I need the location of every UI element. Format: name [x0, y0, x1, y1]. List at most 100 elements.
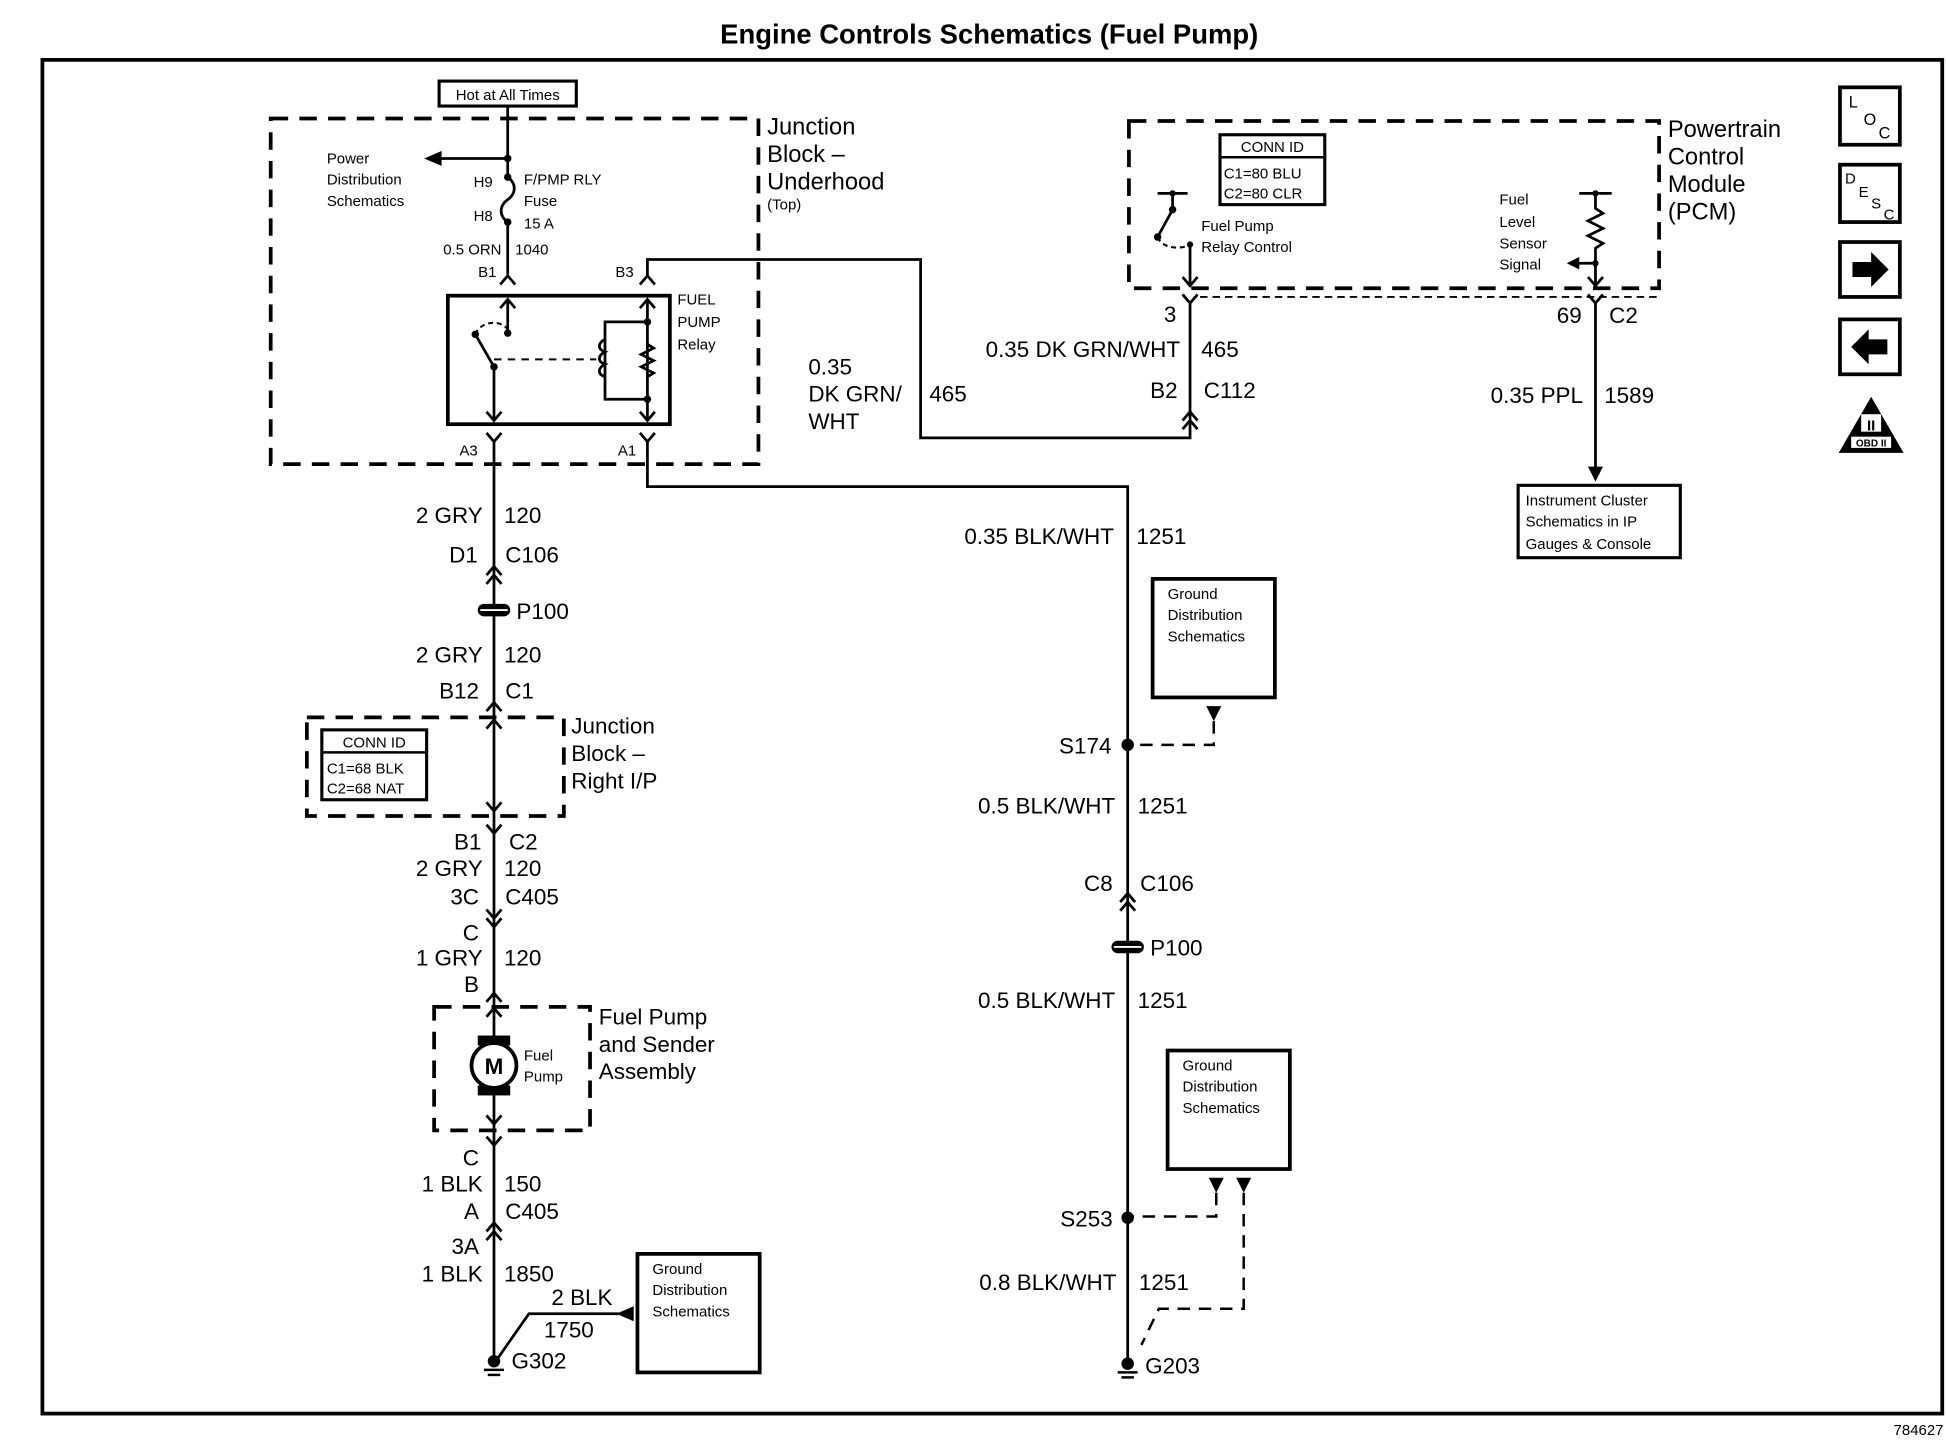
wire-1589-gauge: 0.35 PPL	[1491, 383, 1583, 408]
pcm-conn-id-table: CONN ID C1=80 BLU C2=80 CLR	[1218, 133, 1327, 207]
ground-g302-icon	[484, 1354, 504, 1377]
right-ip-block-label: Junction Block – Right I/P	[571, 714, 657, 794]
relay-control-label: Fuel Pump	[1201, 218, 1273, 235]
svg-text:C: C	[1884, 207, 1895, 224]
svg-text:H9: H9	[474, 174, 493, 191]
svg-text:H8: H8	[474, 208, 493, 225]
wire-120-b-circuit: 120	[504, 642, 541, 667]
pin-b: B	[464, 972, 479, 997]
wire-120-c-circuit: 120	[504, 856, 541, 881]
c106-connector: C106	[505, 543, 559, 568]
svg-text:Level: Level	[1499, 214, 1535, 231]
svg-text:and Sender: and Sender	[599, 1032, 716, 1057]
svg-text:Ground: Ground	[652, 1261, 702, 1278]
junction-block-right-ip	[304, 715, 566, 818]
fuel-level-sensor	[1566, 190, 1612, 288]
ground-distribution-ref-2[interactable]: Ground Distribution Schematics	[1165, 1048, 1292, 1171]
g302-label: G302	[511, 1349, 566, 1374]
pcm-label: Powertrain Control Module (PCM)	[1668, 117, 1781, 225]
wire-120-d-gauge: 1 GRY	[416, 946, 483, 971]
wire-1750-circuit: 1750	[544, 1317, 594, 1342]
wire-120-a-circuit: 120	[504, 503, 541, 528]
fuel-level-sensor-label: Fuel Level Sensor Signal	[1499, 192, 1546, 274]
c1-pin: B12	[439, 679, 479, 704]
svg-text:Distribution: Distribution	[1168, 607, 1243, 624]
pin-a1: A1	[618, 442, 636, 459]
svg-text:F/PMP RLY: F/PMP RLY	[524, 172, 602, 189]
svg-text:C1=80 BLU: C1=80 BLU	[1224, 165, 1302, 182]
svg-text:S: S	[1871, 195, 1881, 212]
svg-text:L: L	[1849, 93, 1858, 111]
svg-text:C1=68 BLK: C1=68 BLK	[327, 761, 404, 778]
svg-text:C2=80 CLR: C2=80 CLR	[1224, 185, 1303, 202]
power-distribution-ref[interactable]: Power Distribution Schematics	[327, 150, 404, 209]
wire-1850-gauge: 1 BLK	[422, 1261, 483, 1286]
fuel-pump-label: Fuel	[524, 1047, 553, 1064]
fuel-pump-motor: M	[469, 1035, 519, 1096]
svg-text:Relay Control: Relay Control	[1201, 239, 1292, 256]
fuel-pump-relay-fuse: H9 H8 F/PMP RLY Fuse 15 A	[474, 172, 602, 233]
svg-text:D: D	[1845, 170, 1856, 187]
svg-text:C2=68 NAT: C2=68 NAT	[327, 781, 405, 798]
prev-arrow-icon[interactable]	[1838, 317, 1902, 377]
loc-icon[interactable]: L O C	[1838, 85, 1902, 147]
wire-1589-circuit: 1589	[1604, 383, 1654, 408]
pcm-connector-c2: C2	[1609, 303, 1638, 328]
svg-text:M: M	[485, 1054, 504, 1079]
pin-b1: B1	[478, 264, 496, 281]
wire-150-circuit: 150	[504, 1171, 541, 1196]
svg-text:Pump: Pump	[524, 1069, 563, 1086]
svg-text:II: II	[1867, 417, 1875, 434]
wire-120-c-gauge: 2 GRY	[416, 856, 483, 881]
ground-distribution-ref-1[interactable]: Ground Distribution Schematics	[1150, 577, 1277, 700]
instrument-cluster-ref[interactable]: Instrument Cluster Schematics in IP Gaug…	[1516, 483, 1682, 560]
svg-text:FUEL: FUEL	[677, 291, 715, 308]
c405-bottom-pin: A	[464, 1199, 479, 1224]
wire-465-left-circuit: 465	[929, 382, 966, 407]
svg-text:Schematics: Schematics	[652, 1303, 729, 1320]
wire-120-a-gauge: 2 GRY	[416, 503, 483, 528]
next-arrow-icon[interactable]	[1838, 240, 1902, 299]
svg-text:Right I/P: Right I/P	[571, 769, 657, 794]
right-ip-conn-id-table: CONN ID C1=68 BLK C2=68 NAT	[320, 728, 429, 802]
wire-465-upper-circuit: 465	[1201, 337, 1238, 362]
pin-a3: A3	[459, 442, 477, 459]
wire-150-gauge: 1 BLK	[422, 1171, 483, 1196]
svg-text:Signal: Signal	[1499, 256, 1541, 273]
underhood-block-label: Junction Block – Underhood (Top)	[767, 115, 884, 214]
wire-1251-b-gauge: 0.5 BLK/WHT	[978, 793, 1115, 818]
diagram-title: Engine Controls Schematics (Fuel Pump)	[720, 19, 1258, 50]
ground-distribution-ref-3[interactable]: Ground Distribution Schematics	[635, 1252, 762, 1375]
c405-top-pin: 3C	[450, 885, 479, 910]
svg-text:Ground: Ground	[1183, 1057, 1233, 1074]
svg-text:O: O	[1864, 111, 1877, 129]
wire-1251-c-gauge: 0.5 BLK/WHT	[978, 988, 1115, 1013]
c106-pin: D1	[449, 543, 478, 568]
s253-label: S253	[1060, 1206, 1112, 1231]
wire-465-left-label: 0.35 DK GRN/ WHT	[808, 354, 902, 434]
obd-ii-icon[interactable]: II OBD II	[1838, 396, 1904, 453]
pin-c-bottom: C	[463, 1145, 479, 1170]
svg-text:Schematics: Schematics	[1168, 628, 1245, 645]
c112-pin: B2	[1150, 378, 1177, 403]
wire-120-b-gauge: 2 GRY	[416, 642, 483, 667]
splice-s253	[1121, 1211, 1134, 1224]
svg-text:Instrument Cluster: Instrument Cluster	[1526, 492, 1648, 509]
svg-text:15 A: 15 A	[524, 215, 554, 232]
wire-465-upper-gauge: 0.35 DK GRN/WHT	[986, 337, 1181, 362]
power-dist-arrow-icon	[424, 150, 442, 166]
wire-1040-circuit: 1040	[515, 242, 548, 259]
desc-icon[interactable]: D E S C	[1838, 162, 1902, 224]
diagram-frame	[40, 58, 1945, 1416]
p100-left-label: P100	[516, 599, 568, 624]
c2-pin: B1	[454, 830, 481, 855]
svg-text:DK GRN/: DK GRN/	[808, 382, 902, 407]
svg-text:PUMP: PUMP	[677, 314, 720, 331]
svg-text:Power: Power	[327, 150, 369, 167]
svg-text:WHT: WHT	[808, 409, 859, 434]
pass-through-p100-right	[1111, 940, 1144, 954]
c405-bottom-connector: C405	[505, 1199, 559, 1224]
wire-1750-gauge: 2 BLK	[551, 1285, 612, 1310]
wire-1251-a-circuit: 1251	[1136, 524, 1186, 549]
